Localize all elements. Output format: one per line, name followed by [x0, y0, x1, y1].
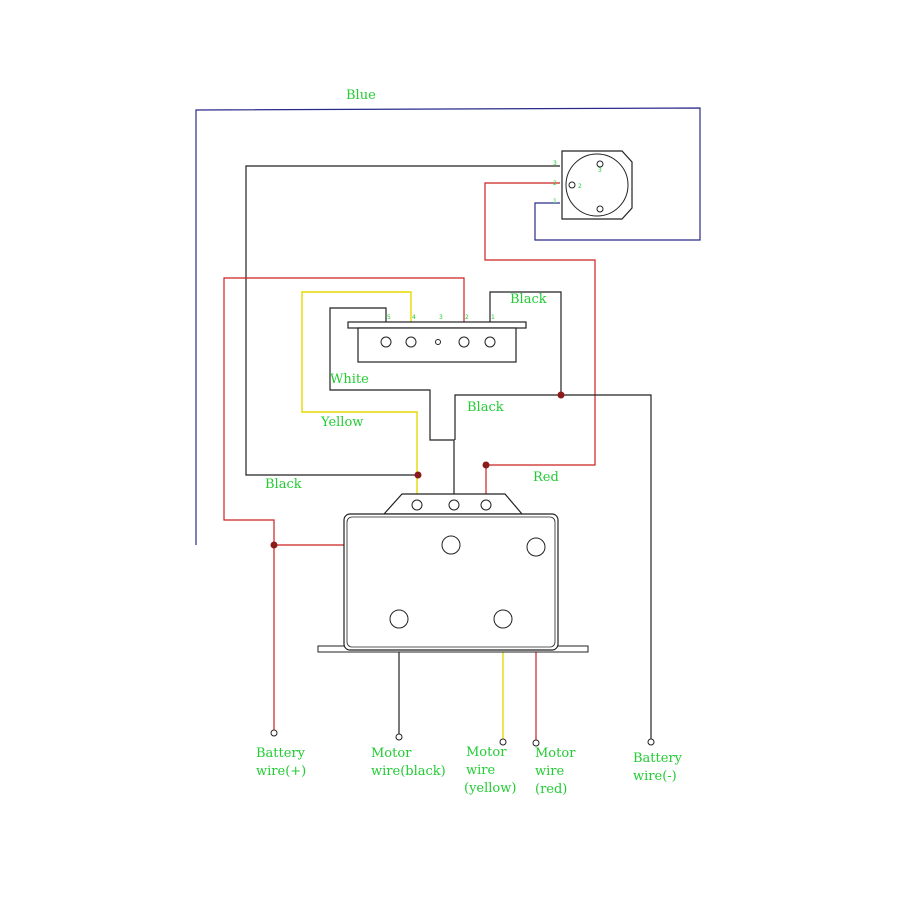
- label-yellow: Yellow: [320, 415, 363, 430]
- terminal-battery-pos: [270, 729, 278, 737]
- svg-text:3: 3: [598, 167, 602, 174]
- junction-red: [482, 461, 490, 469]
- label-motor-red-1: Motor: [535, 746, 576, 761]
- label-motor-red-2: wire: [535, 764, 564, 779]
- label-battery-pos-2: wire(+): [256, 764, 306, 779]
- label-motor-black-1: Motor: [371, 746, 412, 761]
- svg-text:1: 1: [491, 314, 495, 321]
- svg-text:3: 3: [553, 160, 557, 167]
- label-motor-black-2: wire(black): [371, 764, 446, 779]
- svg-text:1: 1: [553, 198, 557, 205]
- label-black-mid: Black: [467, 400, 504, 415]
- white-wire: [329, 307, 455, 505]
- junction-battery-pos: [270, 541, 278, 549]
- blue-wire: [195, 107, 701, 545]
- controller-body: [317, 493, 589, 653]
- round-connector: 3 2 1 3 2: [553, 150, 633, 220]
- svg-text:2: 2: [578, 183, 582, 190]
- terminal-motor-black: [395, 733, 403, 741]
- switch-block: 5 4 3 2 1: [347, 314, 527, 363]
- label-battery-neg-2: wire(-): [633, 769, 677, 784]
- red-wire-left: [223, 277, 465, 733]
- black-wire-battery-neg: [561, 394, 652, 740]
- terminal-battery-neg: [647, 738, 655, 746]
- svg-text:2: 2: [553, 180, 557, 187]
- label-red: Red: [533, 470, 559, 485]
- svg-text:4: 4: [412, 314, 416, 321]
- label-black-top: Black: [510, 292, 547, 307]
- label-motor-yellow-2: wire: [466, 763, 495, 778]
- label-battery-pos-1: Battery: [256, 746, 306, 761]
- junction-black: [557, 391, 565, 399]
- label-blue: Blue: [346, 88, 376, 103]
- svg-text:5: 5: [387, 314, 391, 321]
- terminal-motor-red: [532, 739, 540, 747]
- svg-text:2: 2: [465, 314, 469, 321]
- yellow-wire: [301, 291, 418, 505]
- label-white: White: [330, 372, 369, 387]
- terminal-motor-yellow: [499, 738, 507, 746]
- label-motor-yellow-1: Motor: [466, 745, 507, 760]
- svg-text:3: 3: [439, 314, 443, 321]
- label-motor-red-3: (red): [535, 782, 567, 797]
- label-black-left: Black: [265, 477, 302, 492]
- black-wire-right: [454, 291, 562, 440]
- black-wire-left: [245, 165, 560, 476]
- junction-yellow: [414, 471, 422, 479]
- label-motor-yellow-3: (yellow): [464, 781, 516, 796]
- label-battery-neg-1: Battery: [633, 751, 683, 766]
